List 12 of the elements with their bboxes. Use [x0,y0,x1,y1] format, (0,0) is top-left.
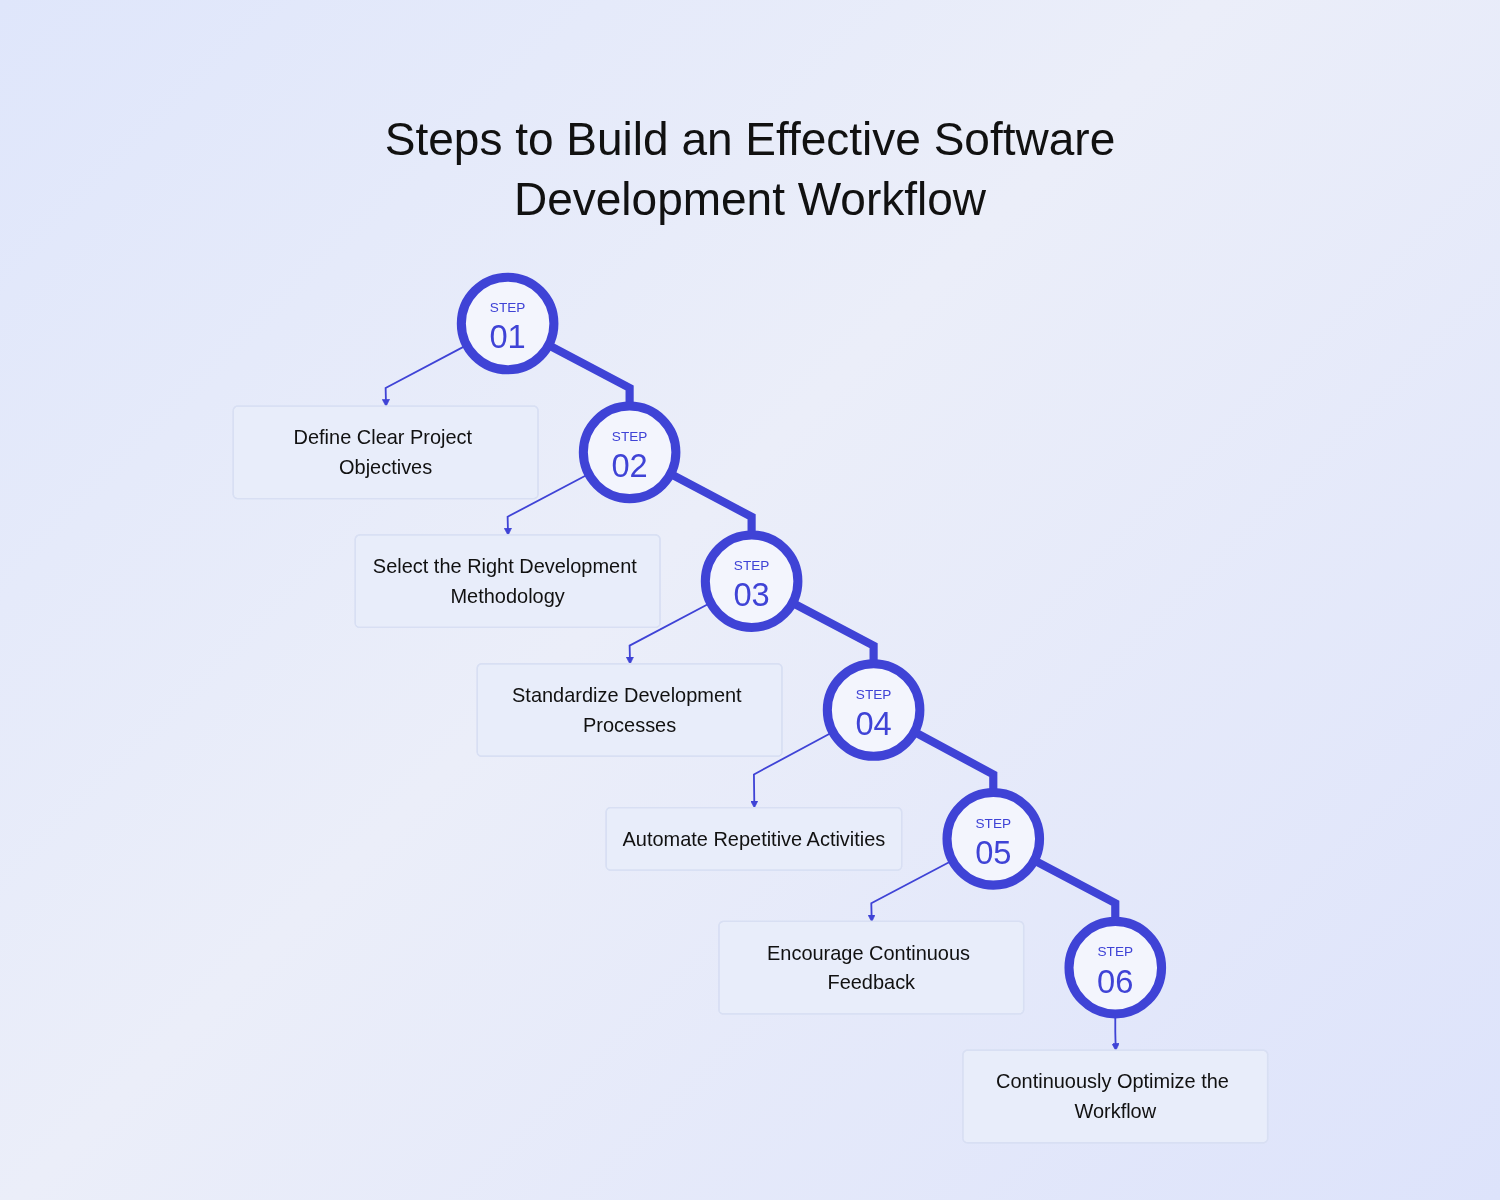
node-text: Define Clear Project Objectives [293,425,472,479]
node-circle: STEP 04 [822,658,924,761]
node-text: Encourage Continuous Feedback [766,940,970,994]
node-circle: STEP 01 [456,272,558,374]
node-circle: STEP 05 [942,787,1044,890]
node-text: Automate Repetitive Activities [622,827,885,850]
node-text: Standardize Development Processes [511,683,742,736]
node-circle: STEP 02 [578,401,680,503]
node-text: Select the Right Development Methodology [372,554,637,608]
node-circle: STEP 06 [1064,916,1166,1019]
title: Steps to Build an Effective Software Development Workflow [383,112,1117,227]
node-circle: STEP 03 [700,529,802,632]
